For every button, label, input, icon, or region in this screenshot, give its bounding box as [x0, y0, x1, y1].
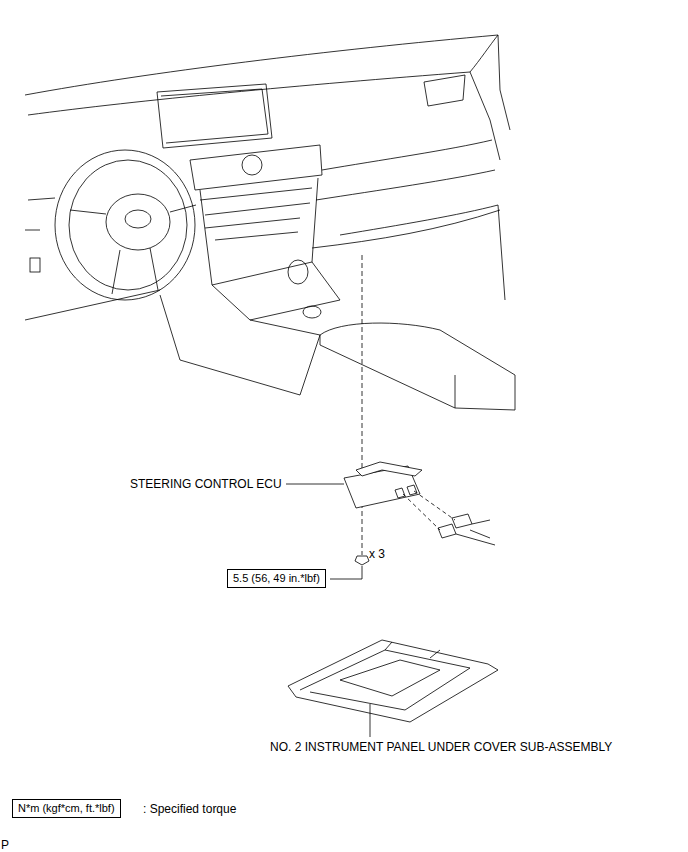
- under-cover: [288, 640, 498, 722]
- harness-connectors: [438, 514, 495, 545]
- dashed-line: [362, 255, 363, 555]
- bolt: [355, 556, 369, 565]
- leader-line: [286, 484, 344, 485]
- part-name: STEERING CONTROL ECU: [130, 477, 282, 491]
- stack-lines: [200, 188, 312, 240]
- legend-text: : Specified torque: [143, 802, 236, 816]
- dash-outline: [25, 35, 498, 95]
- spokes: [70, 205, 196, 294]
- under-cover-inner: [300, 642, 470, 710]
- windshield-edge: [470, 35, 510, 130]
- torque-unit-box: N*m (kgf*cm, ft.*lbf): [12, 799, 121, 818]
- quantity-label: x 3: [369, 547, 385, 561]
- console: [212, 262, 340, 320]
- part-name: NO. 2 INSTRUMENT PANEL UNDER COVER SUB-A…: [270, 740, 612, 754]
- center-stack: [190, 145, 322, 190]
- connector-dashed: [403, 491, 455, 530]
- lexus-logo: [125, 210, 151, 228]
- dash-top: [28, 72, 500, 160]
- dash-lower-right: [312, 140, 500, 248]
- vent-right: [424, 75, 465, 106]
- ecu-connectors: [395, 485, 417, 498]
- controller: [303, 306, 321, 318]
- dash-left: [25, 198, 160, 320]
- steering-wheel-inner: [69, 160, 187, 290]
- armrest: [320, 323, 515, 410]
- torque-value: 5.5 (56, 49 in.*lbf): [233, 572, 320, 584]
- stack-sides: [200, 178, 318, 285]
- knob: [242, 155, 262, 175]
- torque-value: N*m (kgf*cm, ft.*lbf): [18, 802, 115, 814]
- display: [157, 84, 272, 148]
- ecu-bracket: [356, 462, 422, 476]
- torque-box: 5.5 (56, 49 in.*lbf): [227, 569, 326, 588]
- display-inner: [161, 89, 268, 143]
- leader-line: [330, 566, 362, 579]
- steering-hub: [106, 194, 170, 250]
- steering-wheel-outer: [55, 150, 195, 300]
- glovebox: [340, 205, 505, 300]
- console-side: [160, 295, 320, 395]
- leader-line: [370, 704, 371, 737]
- shift-knob: [288, 260, 308, 284]
- switch: [30, 258, 40, 272]
- page-mark: P: [1, 838, 9, 852]
